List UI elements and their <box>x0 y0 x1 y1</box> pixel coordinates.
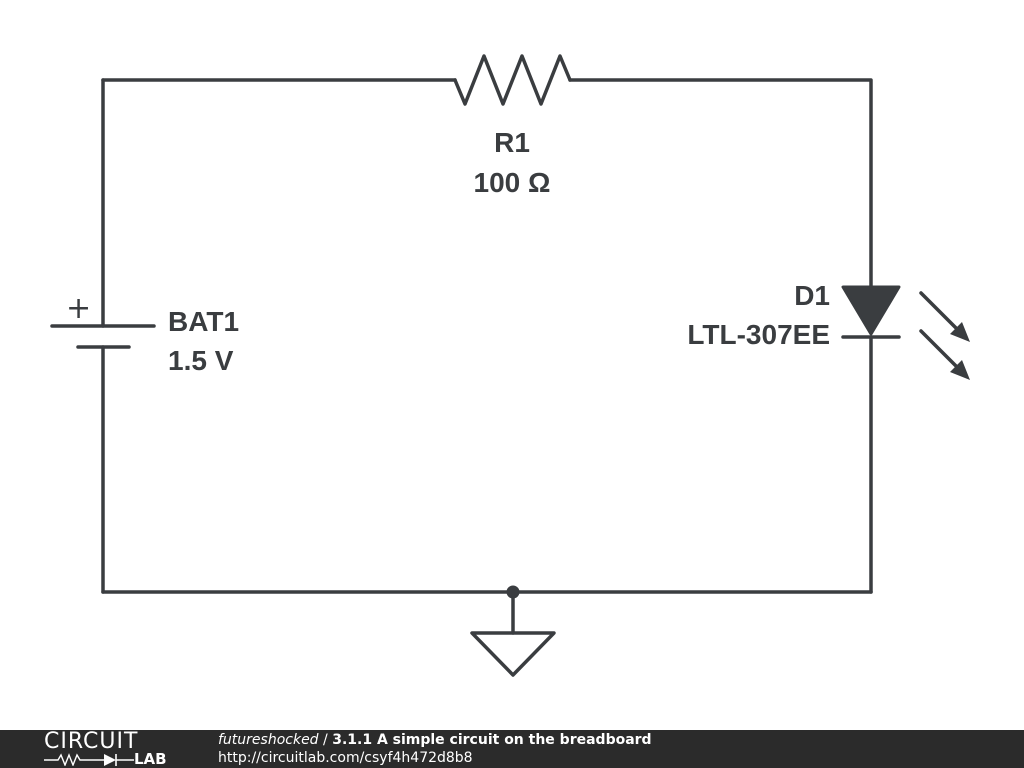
battery-value-label: 1.5 V <box>168 345 234 376</box>
footer-caption: futureshocked / 3.1.1 A simple circuit o… <box>218 731 652 767</box>
logo-wordmark-top: CIRCUIT <box>44 729 139 754</box>
top-wire-right <box>568 78 873 292</box>
footer-title-line: futureshocked / 3.1.1 A simple circuit o… <box>218 731 652 749</box>
circuit-url[interactable]: http://circuitlab.com/csyf4h472d8b8 <box>218 750 473 766</box>
led-light-arrowhead-2-icon <box>950 360 970 380</box>
circuitlab-logo[interactable]: CIRCUIT LAB <box>40 731 180 768</box>
resistor-ref-label: R1 <box>494 127 530 158</box>
led-triangle-icon <box>841 285 901 336</box>
resistor-value-label: 100 Ω <box>474 167 551 198</box>
author-link[interactable]: futureshocked <box>218 732 319 748</box>
resistor-r1: R1 100 Ω <box>101 54 873 292</box>
led-ref-label: D1 <box>794 280 830 311</box>
battery-ref-label: BAT1 <box>168 306 239 337</box>
led-part-label: LTL-307EE <box>687 319 830 350</box>
resistor-zigzag-icon <box>453 54 572 106</box>
ground-icon <box>470 631 556 677</box>
schematic-canvas: R1 100 Ω + BAT1 1.5 V D1 LTL-307EE <box>50 54 970 677</box>
led-light-arrowhead-1-icon <box>950 322 970 342</box>
logo-resistor-diode-icon <box>44 753 134 766</box>
footer-bar: CIRCUIT LAB futureshocked / 3.1.1 A simp… <box>0 730 1024 768</box>
logo-wordmark-bottom: LAB <box>134 750 167 768</box>
led-light-arrow-2-icon <box>919 329 962 372</box>
title-separator: / <box>318 732 333 748</box>
battery-plus-sign: + <box>66 291 91 326</box>
led-d1: D1 LTL-307EE <box>687 280 970 594</box>
battery-bat1: + BAT1 1.5 V <box>50 78 239 594</box>
circuit-title: 3.1.1 A simple circuit on the breadboard <box>332 732 652 748</box>
led-light-arrow-1-icon <box>919 291 962 334</box>
ground-node <box>101 585 873 677</box>
